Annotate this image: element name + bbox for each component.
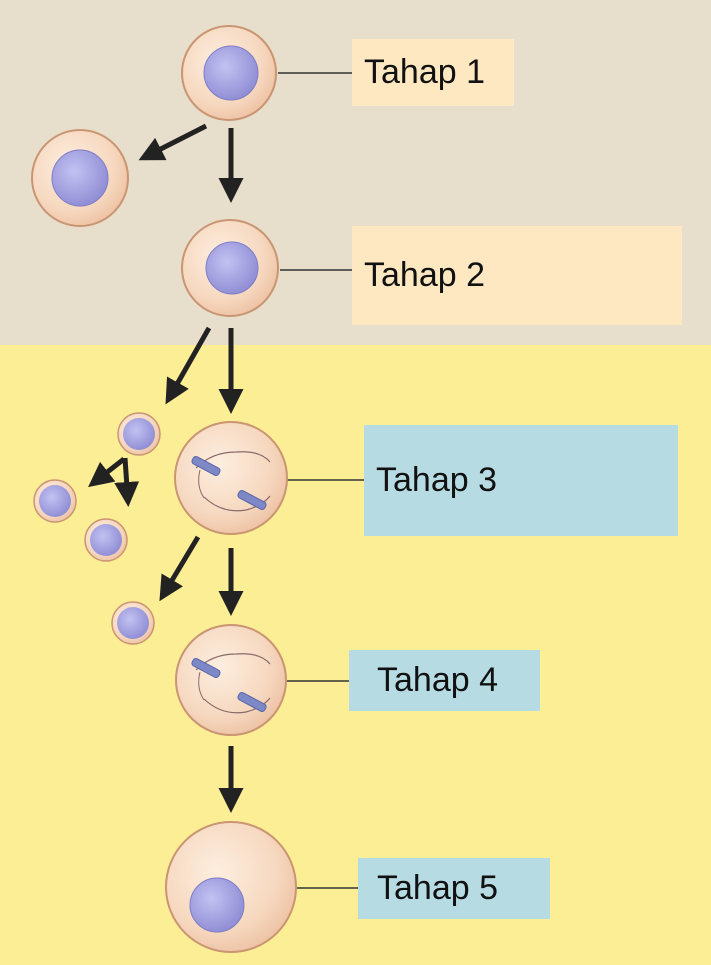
arrow-stage2-to-small-cell [165, 326, 212, 405]
stage-2-label: Tahap 2 [352, 226, 682, 325]
stage-1-label: Tahap 1 [352, 39, 514, 106]
stage-5-cell [165, 821, 297, 953]
stage-1-label-text: Tahap 1 [364, 53, 485, 91]
stage-3-label: Tahap 3 [364, 425, 678, 536]
small-cells [33, 412, 161, 645]
stage-5-nucleus [189, 877, 245, 933]
arrow-small-cell-down [114, 457, 140, 507]
small-cell [111, 601, 155, 645]
small-cell [117, 412, 161, 456]
small-cell [84, 518, 128, 562]
chromosome [237, 489, 267, 511]
stage-1-nucleus [203, 45, 259, 101]
arrow-small-cell-left [88, 457, 126, 488]
stage-4-label: Tahap 4 [349, 650, 540, 711]
stage-5-label-text: Tahap 5 [377, 869, 498, 907]
small-cell [33, 479, 77, 523]
arrows [88, 123, 244, 813]
discarded-cell-nucleus [51, 149, 109, 207]
arrow-stage1-to-discarded-cell [138, 123, 208, 161]
arrow-stage3-to-small-cell [159, 535, 201, 602]
stage-5-label: Tahap 5 [358, 858, 550, 919]
stage-2-cell [181, 219, 279, 317]
chromosome [191, 455, 221, 477]
stage-3-label-text: Tahap 3 [376, 461, 497, 499]
chromosome [237, 691, 267, 713]
chromosome [191, 657, 221, 679]
stage-2-label-text: Tahap 2 [364, 256, 485, 294]
stage-4-cell [175, 624, 287, 736]
stage-4-label-text: Tahap 4 [377, 661, 498, 699]
stage-1-cell [181, 25, 277, 121]
stage-2-nucleus [205, 241, 259, 295]
discarded-cell [31, 129, 129, 227]
stage-3-cell [174, 421, 288, 535]
